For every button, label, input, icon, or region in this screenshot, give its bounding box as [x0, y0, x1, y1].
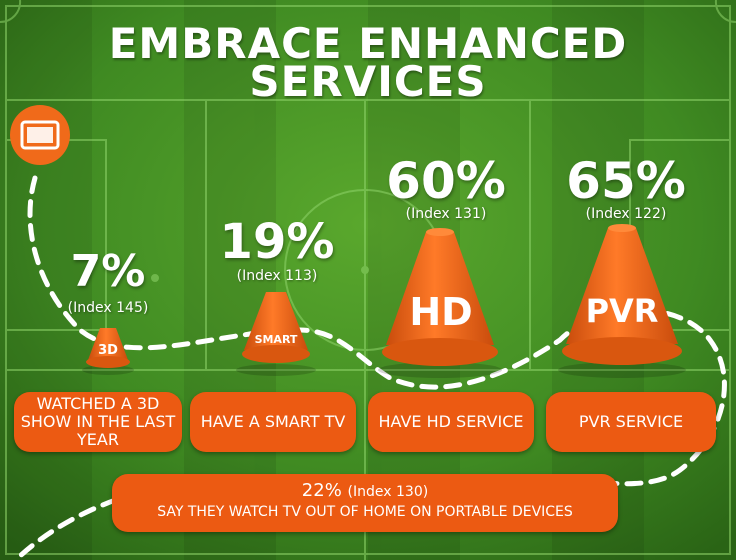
bottom-stat-headline: 22% (Index 130) [112, 480, 618, 501]
stat-3d-percent: 7% [70, 246, 146, 297]
cone-smart [242, 292, 310, 363]
cone-hd [382, 228, 498, 366]
stat-hd-index: (Index 131) [405, 206, 487, 222]
bottom-stat-index: (Index 130) [347, 484, 429, 500]
label-smart-tv: HAVE A SMART TV [190, 392, 356, 452]
stat-pvr-index: (Index 122) [585, 206, 667, 222]
stat-hd-percent: 60% [386, 152, 506, 210]
cone-pvr [562, 224, 682, 365]
cone-label-3d: 3D [98, 343, 118, 358]
cone-label-hd: HD [409, 290, 473, 334]
stat-3d-index: (Index 145) [67, 300, 149, 316]
stat-smart-index: (Index 113) [236, 268, 318, 284]
bottom-stat-description: SAY THEY WATCH TV OUT OF HOME ON PORTABL… [157, 504, 573, 520]
cone-label-smart: SMART [254, 333, 298, 346]
stat-smart-percent: 19% [219, 214, 335, 270]
cone-3d [86, 328, 130, 368]
stat-pvr-percent: 65% [566, 152, 686, 210]
label-3d: WATCHED A 3D SHOW IN THE LAST YEAR [14, 392, 182, 452]
page-title-line1: EMBRACE ENHANCED [108, 19, 628, 68]
label-hd: HAVE HD SERVICE [368, 392, 534, 452]
bottom-stat-box: 22% (Index 130) SAY THEY WATCH TV OUT OF… [112, 474, 618, 532]
label-pvr: PVR SERVICE [546, 392, 716, 452]
tv-icon [10, 105, 70, 165]
cone-label-pvr: PVR [585, 292, 659, 330]
page-title-line2: SERVICES [249, 57, 487, 106]
bottom-stat-percent: 22% [301, 480, 342, 501]
dashed-path [17, 175, 727, 559]
